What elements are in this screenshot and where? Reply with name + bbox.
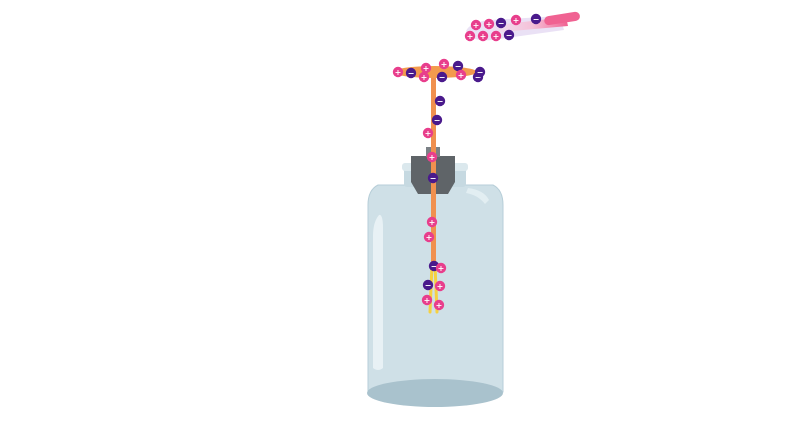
charge-symbol: +: [486, 20, 493, 29]
positive-charge: +: [426, 216, 438, 228]
charge-circle: [431, 114, 443, 126]
charge-symbol: +: [513, 16, 520, 25]
charge-circle: [405, 67, 417, 79]
charge-symbol: +: [429, 218, 436, 227]
negative-charge: −: [503, 29, 515, 41]
negative-charge: −: [431, 114, 443, 126]
charge-circle: [427, 172, 439, 184]
charge-symbol: +: [480, 32, 487, 41]
positive-charge: +: [420, 62, 432, 74]
positive-charge: +: [418, 71, 430, 83]
negative-charge: −: [530, 13, 542, 25]
charge-circle: [470, 19, 482, 31]
charge-symbol: +: [441, 60, 448, 69]
charge-circle: [490, 30, 502, 42]
charge-circle: [423, 231, 435, 243]
charge-symbol: +: [438, 264, 445, 273]
charge-circle: [438, 58, 450, 70]
charge-circle: [422, 279, 434, 291]
charge-circle: [436, 71, 448, 83]
positive-charge: +: [435, 262, 447, 274]
charge-symbol: −: [425, 281, 432, 290]
jar-highlight: [373, 214, 383, 370]
charge-circle: [418, 71, 430, 83]
charge-symbol: +: [395, 68, 402, 77]
charge-circle: [503, 29, 515, 41]
charge-symbol: +: [493, 32, 500, 41]
charge-symbol: +: [424, 296, 431, 305]
negative-charge: −: [427, 172, 439, 184]
positive-charge: +: [434, 280, 446, 292]
charge-symbol: −: [475, 73, 482, 82]
charge-circle: [474, 66, 486, 78]
positive-charge: +: [421, 294, 433, 306]
charge-symbol: +: [426, 233, 433, 242]
positive-charge: +: [392, 66, 404, 78]
charge-symbol: −: [430, 174, 437, 183]
positive-charge: +: [470, 19, 482, 31]
positive-charge: +: [423, 231, 435, 243]
charge-circle: [433, 299, 445, 311]
charge-circle: [510, 14, 522, 26]
charge-circle: [464, 30, 476, 42]
charge-symbol: +: [429, 153, 436, 162]
charge-symbol: +: [458, 71, 465, 80]
charge-circle: [426, 151, 438, 163]
charge-symbol: +: [473, 21, 480, 30]
charge-circle: [421, 294, 433, 306]
charge-symbol: +: [437, 282, 444, 291]
charge-circle: [477, 30, 489, 42]
charge-circle: [422, 127, 434, 139]
charge-circle: [420, 62, 432, 74]
charge-symbol: +: [467, 32, 474, 41]
charge-symbol: −: [437, 97, 444, 106]
charge-circle: [435, 262, 447, 274]
charge-circle: [495, 17, 507, 29]
charge-symbol: −: [439, 73, 446, 82]
charge-circle: [455, 69, 467, 81]
positive-charge: +: [422, 127, 434, 139]
charged-rod-tip: [544, 11, 580, 26]
charge-circle: [434, 95, 446, 107]
negative-charge: −: [405, 67, 417, 79]
charge-circle: [452, 60, 464, 72]
charge-symbol: +: [421, 73, 428, 82]
positive-charge: +: [426, 151, 438, 163]
charge-circle: [392, 66, 404, 78]
charge-symbol: −: [477, 68, 484, 77]
negative-charge: −: [495, 17, 507, 29]
positive-charge: +: [433, 299, 445, 311]
charge-symbol: −: [498, 19, 505, 28]
positive-charge: +: [483, 18, 495, 30]
charge-symbol: −: [431, 262, 438, 271]
negative-charge: −: [436, 71, 448, 83]
charge-symbol: +: [423, 64, 430, 73]
charge-symbol: −: [434, 116, 441, 125]
charge-symbol: −: [455, 62, 462, 71]
positive-charge: +: [477, 30, 489, 42]
charge-symbol: +: [436, 301, 443, 310]
negative-charge: −: [474, 66, 486, 78]
positive-charge: +: [455, 69, 467, 81]
charge-symbol: −: [408, 69, 415, 78]
negative-charge: −: [422, 279, 434, 291]
charges-layer: ++−+−+++−+−++−−−+−+−−++−++−+−+++: [392, 13, 542, 311]
charge-symbol: −: [533, 15, 540, 24]
charge-circle: [530, 13, 542, 25]
negative-charge: −: [434, 95, 446, 107]
negative-charge: −: [452, 60, 464, 72]
charge-symbol: +: [425, 129, 432, 138]
positive-charge: +: [438, 58, 450, 70]
charge-circle: [434, 280, 446, 292]
jar-base: [367, 379, 503, 407]
charge-symbol: −: [506, 31, 513, 40]
positive-charge: +: [464, 30, 476, 42]
jar-shoulder-highlight: [466, 188, 489, 204]
metal-rod: [431, 76, 436, 268]
charge-circle: [426, 216, 438, 228]
charge-circle: [483, 18, 495, 30]
positive-charge: +: [510, 14, 522, 26]
positive-charge: +: [490, 30, 502, 42]
